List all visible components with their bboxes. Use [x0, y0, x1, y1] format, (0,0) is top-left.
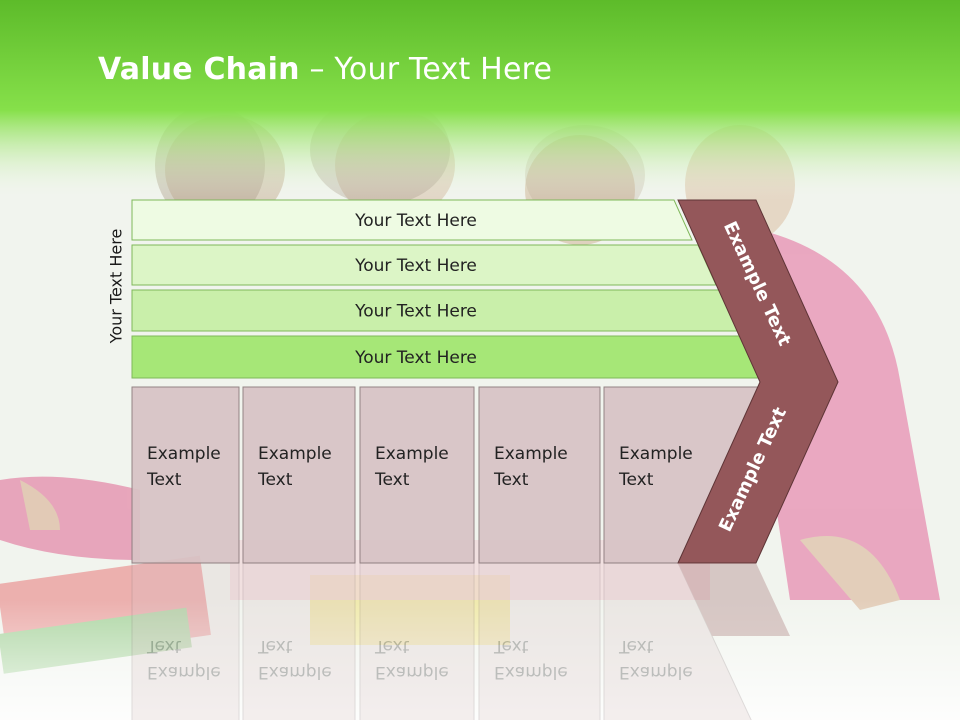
column-label-line2: Text — [146, 470, 182, 490]
title-bold: Value Chain — [98, 52, 300, 87]
column-label-line1: Example — [619, 662, 693, 682]
activity-column — [242, 386, 356, 564]
activity-column — [478, 386, 601, 564]
column-label-line2: Text — [374, 470, 410, 490]
column-label-line2: Text — [618, 470, 654, 490]
column-label-line2: Text — [493, 470, 529, 490]
column-label-line2: Text — [374, 636, 410, 656]
column-label-line1: Example — [494, 662, 568, 682]
activity-column — [242, 562, 356, 720]
column-label-line1: Example — [258, 662, 332, 682]
slide-title: Value Chain – Your Text Here — [98, 52, 552, 87]
activity-column — [131, 386, 240, 564]
activity-column — [359, 386, 475, 564]
column-label-line2: Text — [146, 636, 182, 656]
value-bar-label: Your Text Here — [354, 302, 477, 322]
column-label-line1: Example — [375, 662, 449, 682]
activity-column — [131, 562, 240, 720]
column-label-line1: Example — [147, 662, 221, 682]
column-label-line2: Text — [257, 470, 293, 490]
column-label-line1: Example — [147, 444, 221, 464]
column-label-line2: Text — [493, 636, 529, 656]
column-label-line1: Example — [494, 444, 568, 464]
value-bar-label: Your Text Here — [354, 348, 477, 368]
chevron-reflection — [678, 563, 790, 636]
margin-chevron — [677, 199, 839, 564]
column-label-line1: Example — [375, 444, 449, 464]
value-bar-label: Your Text Here — [354, 211, 477, 231]
activity-column — [603, 562, 752, 720]
activity-column — [359, 562, 475, 720]
column-label-line1: Example — [258, 444, 332, 464]
title-rest: – Your Text Here — [299, 52, 553, 87]
column-label-line2: Text — [618, 636, 654, 656]
value-bar — [131, 199, 693, 241]
value-bar-label: Your Text Here — [354, 256, 477, 276]
column-label-line2: Text — [257, 636, 293, 656]
column-label-line1: Example — [619, 444, 693, 464]
header-band — [0, 0, 960, 200]
activity-column — [478, 562, 601, 720]
